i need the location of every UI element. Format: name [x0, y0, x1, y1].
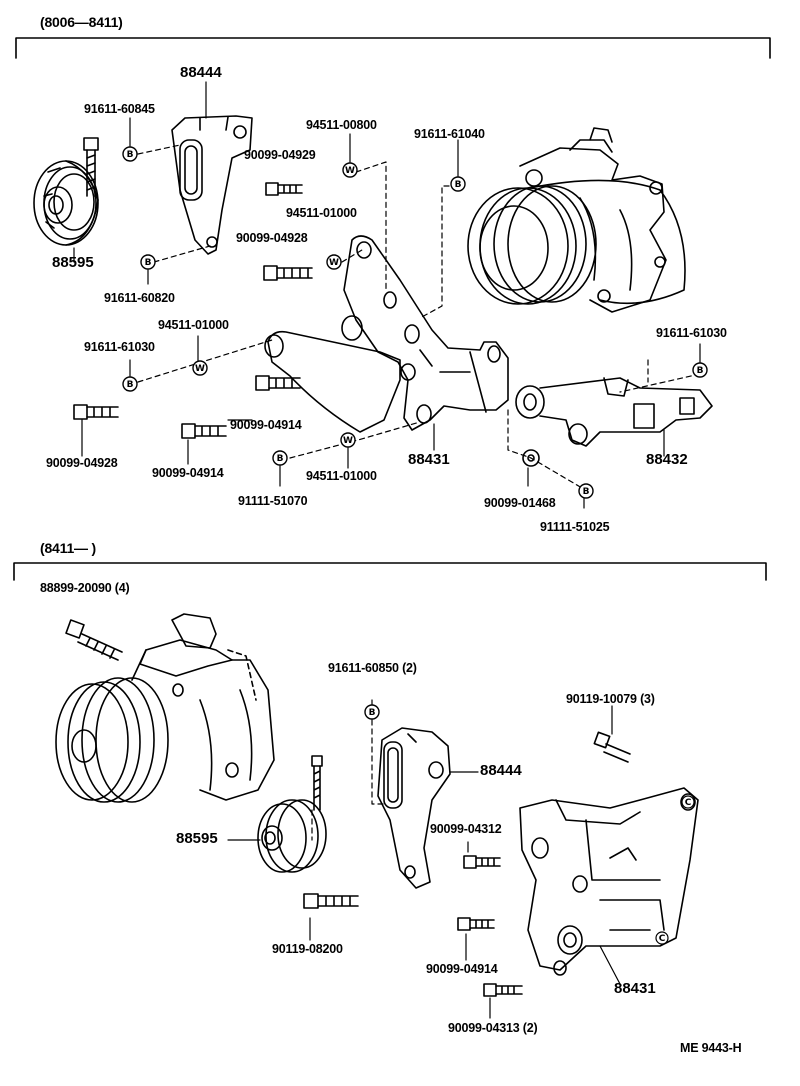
- diagram-code: ME 9443-H: [680, 1041, 742, 1055]
- part-number-88444-upper: 88444: [180, 64, 222, 81]
- part-number-91611-61030-b: 91611-61030: [656, 326, 727, 340]
- washer-marker: W: [340, 432, 356, 448]
- part-number-90099-04313: 90099-04313 (2): [448, 1021, 538, 1035]
- bolt-marker: B: [578, 483, 594, 499]
- bolt-90119-08200: [303, 893, 359, 909]
- corner-marker: C: [655, 931, 669, 945]
- bolt-90099-04313: [483, 983, 523, 997]
- part-number-91111-51070: 91111-51070: [238, 494, 308, 508]
- assembly-lines-upper: [137, 144, 701, 489]
- part-number-94511-01000-a: 94511-01000: [286, 206, 357, 220]
- svg-text:W: W: [343, 436, 353, 446]
- idler-pulley-upper: [33, 160, 99, 246]
- bolt-90099-04914-b: [181, 423, 227, 439]
- bolt-90099-04312: [463, 855, 501, 869]
- compressor-lower: [55, 613, 275, 803]
- svg-text:W: W: [345, 166, 355, 176]
- bolt-marker: B: [692, 362, 708, 378]
- part-number-94511-01000-c: 94511-01000: [306, 469, 377, 483]
- bolt-marker: B: [272, 450, 288, 466]
- leader-lines-lower: [227, 699, 621, 1019]
- bolt-marker: B: [122, 376, 138, 392]
- part-number-88899-20090: 88899-20090 (4): [40, 581, 130, 595]
- svg-text:B: B: [277, 454, 284, 464]
- part-number-90119-10079: 90119-10079 (3): [566, 692, 655, 706]
- part-number-88431-lower: 88431: [614, 980, 656, 997]
- bolt-88899-20090: [65, 619, 123, 661]
- assembly-lines-lower: [311, 719, 387, 841]
- bolt-marker: B: [122, 146, 138, 162]
- part-number-90099-04928-b: 90099-04928: [46, 456, 118, 470]
- part-number-88432-upper: 88432: [646, 451, 688, 468]
- part-number-90099-04914-lower: 90099-04914: [426, 962, 498, 976]
- bracket-88444-upper: [171, 115, 253, 255]
- bolt-90119-10079: [593, 731, 631, 763]
- compressor-upper: [467, 127, 686, 313]
- part-number-91611-60820: 91611-60820: [104, 291, 175, 305]
- part-number-90099-04312: 90099-04312: [430, 822, 502, 836]
- bracket-88431-upper: [264, 235, 509, 433]
- part-number-90099-04929: 90099-04929: [244, 148, 316, 162]
- svg-text:C: C: [685, 798, 692, 808]
- svg-text:W: W: [329, 258, 339, 268]
- bracket-88431-lower: [519, 787, 699, 976]
- part-number-91611-61030-a: 91611-61030: [84, 340, 155, 354]
- bolt-90099-04914-lower: [457, 917, 495, 931]
- svg-text:W: W: [195, 364, 205, 374]
- washer-marker: W: [326, 254, 342, 270]
- part-number-90099-04928-a: 90099-04928: [236, 231, 308, 245]
- leader-lines-upper: [73, 81, 701, 509]
- nut-90099-01468: [522, 449, 540, 467]
- svg-text:B: B: [455, 180, 462, 190]
- part-number-88444-lower: 88444: [480, 762, 522, 779]
- corner-marker: C: [681, 795, 695, 809]
- section-frame-lower: [13, 562, 767, 581]
- part-number-88595-lower: 88595: [176, 830, 218, 847]
- bolt-90099-04929: [265, 182, 303, 196]
- washer-marker: W: [342, 162, 358, 178]
- section-range-lower: (8411— ): [40, 540, 96, 556]
- part-number-94511-01000-b: 94511-01000: [158, 318, 229, 332]
- pulley-bolt-lower: [311, 755, 323, 811]
- bolt-marker: B: [364, 704, 380, 720]
- bolt-marker: B: [140, 254, 156, 270]
- section-range-upper: (8006—8411): [40, 14, 123, 30]
- bolt-marker: B: [450, 176, 466, 192]
- svg-text:B: B: [583, 487, 590, 497]
- part-number-90099-01468: 90099-01468: [484, 496, 556, 510]
- svg-text:C: C: [659, 934, 666, 944]
- bolt-90099-04914-a: [255, 375, 301, 391]
- part-number-90099-04914-b: 90099-04914: [152, 466, 224, 480]
- washer-marker: W: [192, 360, 208, 376]
- part-number-90119-08200: 90119-08200: [272, 942, 343, 956]
- part-number-88595-upper: 88595: [52, 254, 94, 271]
- pulley-bolt-upper: [83, 137, 99, 197]
- svg-text:B: B: [697, 366, 704, 376]
- part-number-88431-upper: 88431: [408, 451, 450, 468]
- svg-text:B: B: [127, 380, 134, 390]
- bracket-88432-upper: [515, 377, 713, 447]
- part-number-91611-60850: 91611-60850 (2): [328, 661, 417, 675]
- svg-text:B: B: [145, 258, 152, 268]
- bracket-88444-lower: [377, 727, 451, 889]
- bolt-90099-04928-a: [263, 265, 313, 281]
- svg-text:B: B: [127, 150, 134, 160]
- part-number-91611-60845: 91611-60845: [84, 102, 155, 116]
- part-number-91111-51025: 91111-51025: [540, 520, 610, 534]
- svg-text:B: B: [369, 708, 376, 718]
- idler-pulley-lower: [257, 799, 327, 873]
- part-number-91611-61040: 91611-61040: [414, 127, 485, 141]
- bolt-90099-04928-b: [73, 404, 119, 420]
- part-number-94511-00800: 94511-00800: [306, 118, 377, 132]
- section-frame-upper: [15, 37, 771, 59]
- part-number-90099-04914-a: 90099-04914: [230, 418, 302, 432]
